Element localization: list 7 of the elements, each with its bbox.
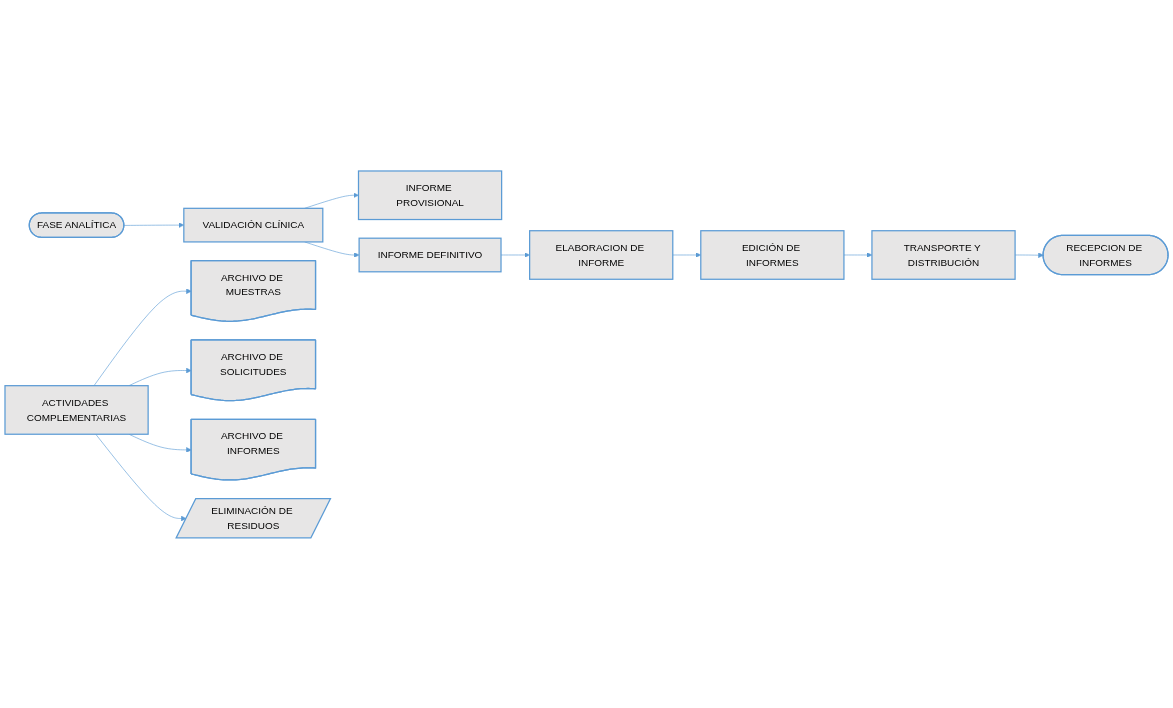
node-box: TRANSPORTE Y DISTRIBUCIÓN	[871, 229, 1016, 280]
node-box: ACTIVIDADES COMPLEMENTARIAS	[4, 384, 149, 435]
node-box: INFORME DEFINITIVO	[358, 237, 502, 272]
node-box: INFORME PROVISIONAL	[357, 169, 503, 220]
node-box: ELABORACION DE INFORME	[529, 229, 674, 280]
node-box: VALIDACIÓN CLÍNICA	[183, 207, 324, 243]
node-box: EDICIÓN DE INFORMES	[700, 229, 845, 280]
